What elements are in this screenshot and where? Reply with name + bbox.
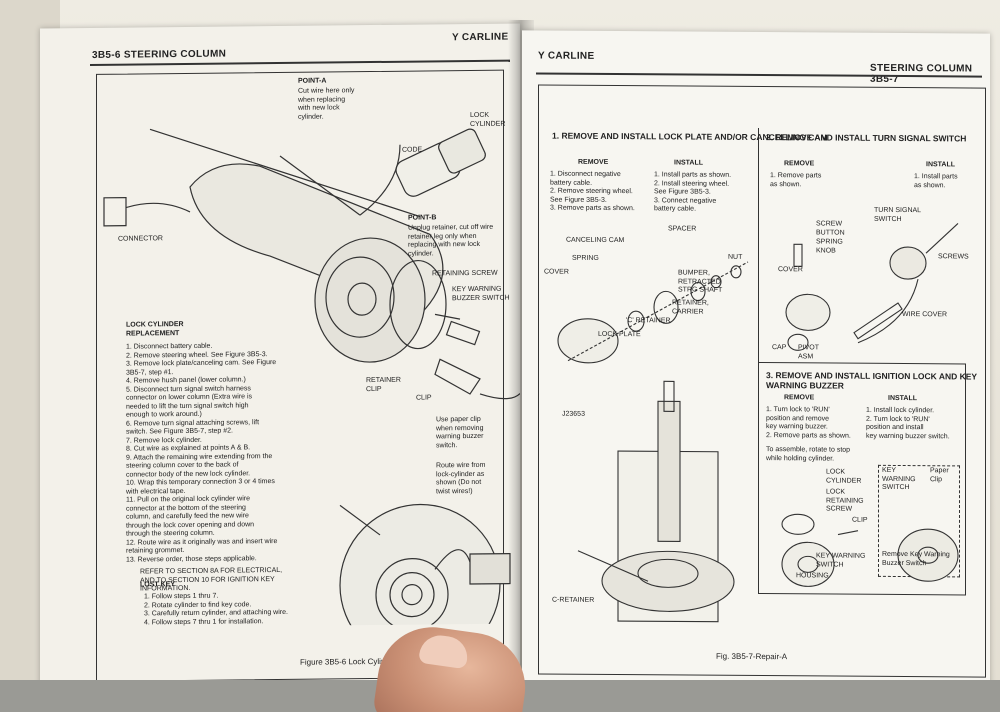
wire-cover-label: WIRE COVER (902, 311, 948, 319)
section3-note: To assemble, rotate to stop while holdin… (766, 446, 851, 463)
clip-label: CLIP (416, 394, 432, 402)
key-warning-switch-label: KEY WARNING SWITCH (816, 552, 866, 569)
section3-install-steps: 1. Install lock cylinder. 2. Turn lock t… (866, 406, 950, 440)
knob-label: KNOB (816, 247, 836, 255)
lock-plate-illustration (557, 261, 749, 623)
step: 11. Pull on the original lock cylinder w… (126, 495, 255, 538)
tool-label: J23653 (562, 410, 585, 418)
point-a-title: POINT-A (298, 77, 327, 85)
turn-signal-switch-label: TURN SIGNAL SWITCH (874, 206, 922, 223)
c-retainer-label: 'C' RETAINER (626, 317, 671, 325)
retainer-carrier-label: RETAINER, CARRIER (672, 299, 709, 316)
section1-remove-head: REMOVE (578, 158, 609, 166)
left-header-carline: Y CARLINE (452, 31, 509, 44)
section2-remove-steps: 1. Remove parts as shown. (770, 172, 822, 188)
left-header-title: 3B5-6 STEERING COLUMN (92, 48, 227, 61)
canceling-cam-label: CANCELING CAM (566, 236, 625, 245)
lost-key-steps: 1. Follow steps 1 thru 7. 2. Rotate cyli… (144, 591, 364, 627)
section2-title: 2. REMOVE AND INSTALL TURN SIGNAL SWITCH (766, 132, 967, 144)
right-header-carline: Y CARLINE (538, 50, 595, 62)
remove-buzzer-note: Remove Key Warning Buzzer Switch (882, 550, 950, 567)
point-b-title: POINT-B (408, 214, 437, 222)
section2-install-head: INSTALL (926, 161, 956, 169)
left-page: 3B5-6 STEERING COLUMN Y CARLINE (40, 23, 520, 705)
paper-clip-note: Use paper clip when removing warning buz… (436, 415, 484, 449)
retainer-clip-label: RETAINER CLIP (366, 376, 401, 393)
lost-key-title: LOST KEY (140, 581, 176, 589)
screws-label: SCREWS (938, 253, 969, 261)
right-figure-caption: Fig. 3B5-7-Repair-A (716, 651, 788, 662)
step: 9. Attach the remaining wire extending f… (126, 452, 273, 479)
ignition-lock-illustration (781, 513, 959, 587)
lock-cylinder-label-s3: LOCK CYLINDER (826, 468, 862, 485)
turn-signal-illustration (785, 223, 959, 351)
spring-label: SPRING (572, 254, 599, 262)
screw-label: SCREW (816, 220, 843, 228)
lock-retaining-screw-label: LOCK RETAINING SCREW (826, 488, 864, 513)
refer-note: REFER TO SECTION 8A FOR ELECTRICAL, AND … (140, 566, 283, 593)
paper-clip-label: Paper Clip (930, 467, 949, 483)
section3-remove-head: REMOVE (784, 394, 815, 402)
key-warning-switch-inset-label: KEY WARNING SWITCH (882, 466, 916, 492)
section1-install-steps: 1. Install parts as shown. 2. Install st… (654, 171, 732, 213)
cover-label-s1: COVER (544, 268, 569, 276)
section2-install-steps: 1. Install parts as shown. (914, 173, 958, 189)
point-a-text: Cut wire here only when replacing with n… (298, 87, 355, 121)
step: 13. Reverse order, those steps applicabl… (126, 554, 257, 564)
section3-install-head: INSTALL (888, 394, 918, 403)
section1-remove-steps: 1. Disconnect negative battery cable. 2.… (550, 170, 635, 213)
right-page: Y CARLINE STEERING COLUMN 3B5-7 1. REMOV… (522, 30, 990, 694)
button-label: BUTTON (816, 229, 845, 237)
nut-label: NUT (728, 253, 743, 261)
housing-label: HOUSING (796, 572, 829, 580)
section1-install-head: INSTALL (674, 159, 704, 167)
c-retainer2-label: C-RETAINER (552, 596, 595, 604)
replacement-steps: 1. Disconnect battery cable. 2. Remove s… (126, 341, 366, 594)
route-wire-note: Route wire from lock-cylinder as shown (… (436, 461, 486, 495)
connector-label: CONNECTOR (118, 235, 163, 243)
code-label: CODE (402, 146, 423, 154)
cover-label-s2: COVER (778, 266, 803, 274)
cap-label: CAP (772, 344, 787, 352)
bumper-label: BUMPER, RETRACTED STRG SHAFT (678, 269, 723, 294)
lock-plate-label: LOCK PLATE (598, 330, 641, 339)
section3-remove-steps: 1. Turn lock to 'RUN' position and remov… (766, 406, 851, 440)
spacer-label: SPACER (668, 225, 697, 233)
retaining-screw-label: RETAINING SCREW (432, 269, 498, 278)
step: 5. Disconnect turn signal switch harness… (126, 384, 253, 419)
steering-column-illustration (103, 128, 520, 629)
pivot-label: PIVOT ASM (798, 344, 820, 360)
section3-title: 3. REMOVE AND INSTALL IGNITION LOCK AND … (766, 370, 977, 391)
point-b-text: Unplug retainer, cut off wire retainer l… (408, 223, 494, 258)
clip-label-s3: CLIP (852, 516, 868, 524)
lock-cylinder-label: LOCK CYLINDER (470, 111, 506, 128)
lock-cylinder-replacement-title: LOCK CYLINDER REPLACEMENT (126, 321, 184, 338)
spring-label-s2: SPRING (816, 238, 843, 246)
section2-remove-head: REMOVE (784, 160, 815, 168)
key-warning-buzzer-label: KEY WARNING BUZZER SWITCH (452, 285, 510, 302)
